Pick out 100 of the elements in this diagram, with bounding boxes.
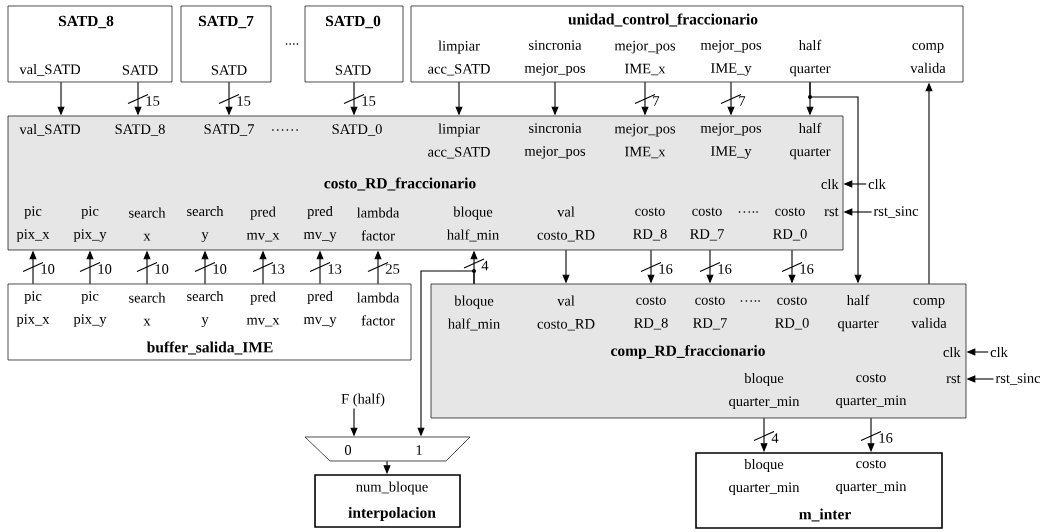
port-label: costo RD_8 — [634, 296, 668, 330]
input-label: 0 — [344, 445, 352, 455]
port-label: val costo_RD — [537, 206, 595, 242]
port-label: bloque half_min — [446, 206, 499, 242]
port-label: pic pix_y — [73, 206, 107, 242]
bus-width-label: 13 — [328, 264, 342, 274]
port-label: bloque quarter_min — [729, 372, 800, 410]
port-label: pic pix_x — [16, 206, 50, 242]
port-label: costo RD_0 — [773, 207, 807, 241]
port-label: pred mv_y — [303, 290, 337, 328]
port-label: SATD_0 — [332, 124, 382, 136]
port-label: half quarter — [838, 294, 879, 332]
port-label: rst — [946, 374, 961, 384]
module-title: interpolacion — [348, 506, 436, 521]
module-title: m_inter — [799, 508, 851, 522]
port-label: costo quarter_min — [836, 373, 907, 409]
port-label: bloque half_min — [447, 295, 500, 331]
module-title: unidad_control_fraccionario — [568, 13, 758, 27]
bus-width-label: 7 — [653, 96, 660, 106]
bus-width-label: 15 — [362, 96, 376, 106]
port-label: rst — [824, 207, 839, 217]
port-label: pic pix_y — [73, 291, 107, 327]
module-box — [430, 283, 967, 419]
port-label: pred mv_x — [246, 206, 280, 242]
module-box — [7, 283, 412, 361]
ellipsis-text: .... — [285, 43, 299, 45]
port-label: costo RD_7 — [690, 207, 724, 241]
port-label: pred mv_x — [246, 291, 280, 327]
port-label: costo quarter_min — [836, 459, 907, 495]
port-label: costo RD_8 — [633, 207, 667, 241]
port-label: lambda factor — [356, 207, 400, 241]
module-title: costo_RD_fraccionario — [324, 177, 476, 191]
port-label: mejor_pos IME_y — [700, 40, 762, 76]
module-box — [7, 115, 844, 251]
port-label: search y — [187, 205, 224, 243]
module-box — [695, 452, 943, 529]
bus-width-label: 10 — [213, 264, 227, 274]
ellipsis-text: ….. — [738, 211, 758, 213]
multiplexer — [304, 436, 471, 462]
bus-width-label: 25 — [386, 264, 400, 274]
bus-width-label: 13 — [271, 264, 285, 274]
port-label: search y — [187, 290, 224, 328]
module-box — [7, 5, 173, 83]
port-label: val costo_RD — [537, 295, 595, 331]
input-label: 1 — [416, 445, 422, 455]
bus-width-label: 16 — [659, 264, 673, 274]
port-label: search x — [129, 207, 166, 241]
port-label: lambda factor — [356, 292, 400, 326]
port-label: mejor_pos IME_x — [614, 40, 676, 76]
port-label: search x — [129, 292, 166, 326]
bus-width-label: 10 — [98, 264, 112, 274]
bus-width-label: 16 — [718, 264, 732, 274]
module-title: buffer_salida_IME — [146, 341, 273, 355]
module-title: SATD_0 — [326, 15, 381, 29]
ellipsis-text: ….. — [740, 300, 760, 302]
port-label: val_SATD — [19, 64, 81, 76]
signal-name: rst_sinc — [873, 206, 919, 218]
module-title: SATD_7 — [199, 15, 254, 29]
signal-name: clk — [990, 346, 1008, 358]
module-title: comp_RD_fraccionario — [611, 344, 765, 360]
port-label: bloque quarter_min — [729, 458, 800, 496]
port-label: sincronia mejor_pos — [524, 123, 586, 159]
module-box — [304, 5, 404, 83]
signal-name: F (half) — [341, 393, 385, 407]
port-label: sincronia mejor_pos — [524, 40, 586, 76]
bus-width-label: 4 — [771, 433, 779, 443]
port-label: SATD — [122, 65, 158, 75]
port-label: pic pix_x — [16, 291, 50, 327]
signal-name: rst_sinc — [995, 373, 1041, 385]
module-title: SATD_8 — [59, 15, 114, 29]
port-label: comp valida — [910, 43, 946, 73]
port-label: pred mv_y — [303, 205, 337, 243]
port-label: val_SATD — [19, 124, 81, 136]
port-label: num_bloque — [356, 481, 428, 495]
module-box — [314, 474, 461, 528]
bus-width-label: 15 — [237, 96, 251, 106]
module-box — [180, 5, 272, 83]
bus-width-label: 16 — [879, 433, 893, 443]
bus-width-label: 7 — [739, 96, 746, 106]
port-label: SATD — [335, 65, 371, 75]
port-label: mejor_pos IME_y — [700, 123, 762, 159]
port-label: clk — [821, 178, 839, 190]
bus-width-label: 15 — [146, 96, 160, 106]
port-label: comp valida — [911, 298, 947, 328]
bus-width-label: 10 — [155, 264, 169, 274]
port-label: SATD — [211, 65, 247, 75]
bus-width-label: 16 — [800, 264, 814, 274]
port-label: half quarter — [790, 39, 831, 77]
bus-width-label: 10 — [41, 264, 55, 274]
port-label: costo RD_7 — [693, 296, 727, 330]
signal-name: clk — [868, 178, 886, 190]
module-box — [410, 5, 964, 83]
ellipsis-text: …… — [272, 129, 298, 131]
port-label: SATD_8 — [115, 124, 165, 136]
port-label: SATD_7 — [204, 124, 254, 136]
port-label: limpiar acc_SATD — [428, 123, 490, 159]
port-label: clk — [943, 346, 961, 358]
port-label: costo RD_0 — [775, 296, 809, 330]
bus-width-label: 4 — [481, 260, 489, 271]
port-label: mejor_pos IME_x — [614, 123, 676, 159]
